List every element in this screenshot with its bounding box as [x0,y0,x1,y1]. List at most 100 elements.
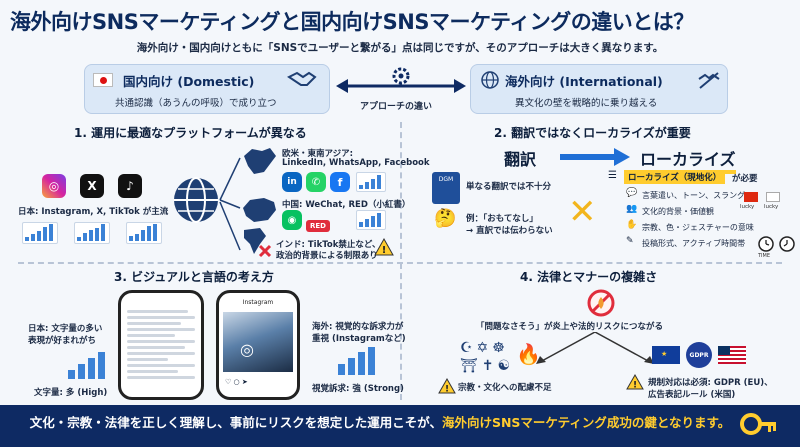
domestic-title: 国内向け (Domestic) [123,74,255,89]
mini-chart [356,172,386,192]
loc-item-3: 宗教、色・ジェスチャーの意味 [642,223,754,232]
risk-label: 「問題なさそう」が炎上や法的リスクにつながる [476,322,664,332]
post-actions-icon: ♡ ○ ➤ [225,378,248,386]
japan-platform-label: 日本: Instagram, X, TikTok が主流 [18,207,169,217]
page-title: 海外向けSNSマーケティングと国内向けSNSマーケティングの違いとは？ [10,10,694,34]
red-app-icon: RED [306,213,330,232]
mini-chart [22,222,58,244]
ov-label-2: 重視 (Instagramなど) [312,334,406,344]
india-label: インド: TikTok禁止など、 [276,240,381,250]
warning-icon: ! [374,237,394,260]
instagram-glyph-icon: ◎ [240,340,254,359]
person-list-icon: ☰ [608,170,617,181]
footer-highlight: 海外向けSNSマーケティング成功の鍵となります。 [441,415,731,430]
us-flag-icon [718,346,746,364]
linkedin-icon: in [282,172,302,192]
domestic-sub: 共通認識（あうんの呼吸）で成り立つ [115,98,277,109]
x-icon: X [80,174,104,198]
japan-flag-icon [93,72,113,91]
section1-title: 1. 運用に最適なプラットフォームが異なる [74,126,307,140]
broken-handshake-icon [697,71,721,95]
wechat-icon: ◉ [282,210,302,230]
localize-needed: が必要 [732,174,758,184]
handshake-icon [287,69,317,95]
jp-text-label: 日本: 文字量の多い [28,324,103,334]
split-arrows [520,331,670,370]
translation-label: 翻訳 [504,150,537,169]
gdpr-badge-icon: GDPR [686,342,712,368]
example-label-2: → 直訳では伝わらない [466,226,553,236]
legal-label-2: 広告表記ルール (米国) [648,390,736,400]
mini-chart [356,210,386,230]
footer-bar [0,405,800,447]
people-icon: 👥 [626,204,638,214]
approach-diff-label: アプローチの違い [360,102,433,112]
west-label: 欧米・東南アジア: [282,149,354,159]
photo-image [223,312,293,372]
domestic-box: 国内向け (Domestic) 共通認識（あうんの呼吸）で成り立つ [84,64,330,114]
china-label: 中国: WeChat, RED（小紅書） [282,200,411,210]
time-label: TIME [758,253,771,259]
facebook-icon: f [330,172,350,192]
pen-icon: ✎ [626,236,634,246]
localize-tag: ローカライズ（現地化） [624,170,726,184]
clock-icon [779,236,795,256]
flag-icon [766,192,780,202]
india-map-icon [240,226,272,262]
eu-flag-icon: ★ [652,346,680,364]
international-title: 海外向け (International) [505,74,663,89]
section4-title: 4. 法律とマナーの複雑さ [520,270,658,284]
instagram-icon: ◎ [42,174,66,198]
jp-text-label-2: 表現が好まれがち [28,336,97,346]
tiktok-icon: ♪ [118,174,142,198]
right-arrow-icon [560,148,630,170]
mini-chart [74,222,110,244]
section3-title: 3. ビジュアルと言語の考え方 [114,270,274,284]
warning-icon: ! [438,377,456,398]
section2-title: 2. 翻訳ではなくローカライズが重要 [494,126,691,140]
text-heavy-phone [118,290,204,400]
thinking-face-icon: 🤔 [434,208,457,229]
international-box: 海外向け (International) 異文化の壁を戦略的に乗り越える [470,64,728,114]
high-bar-chart-icon [66,350,110,384]
svg-text:!: ! [382,245,387,256]
cross-mark-icon: ✕ [568,192,597,232]
double-arrow-icon [334,66,468,100]
loc-item-1: 言葉遣い、トーン、スラング [642,191,746,200]
unlucky-label: lucky [764,204,779,210]
culture-symbols-icon: ⛩✝☯ [460,358,515,374]
horizontal-divider [18,262,782,264]
example-label: 例：「おもてなし」 [466,214,538,224]
vertical-divider [400,122,402,400]
page-subtitle: 海外向け・国内向けともに「SNSでユーザーと繋がる」点は同じですが、そのアプロー… [136,42,664,54]
legal-label: 規制対応は必須: GDPR (EU)、 [648,378,773,388]
west-apps: LinkedIn, WhatsApp, Facebook [282,158,430,168]
book-icon: DGM [432,172,460,204]
loc-item-4: 投稿形式、アクティブ時間帯 [642,239,746,248]
svg-text:!: ! [445,385,449,395]
mini-chart [126,222,162,244]
warning-icon: ! [626,373,644,394]
instagram-brand: Instagram [242,299,274,306]
china-map-icon [240,196,278,228]
simple-translation-label: 単なる翻訳では不十分 [466,182,552,192]
international-sub: 異文化の壁を戦略的に乗り越える [515,98,658,109]
religion-warning-label: 宗教・文化への配慮不足 [458,383,552,393]
whatsapp-icon: ✆ [306,172,326,192]
strong-bar-chart-icon [336,346,378,380]
visual-phone: Instagram ♡ ○ ➤ [216,290,300,400]
ov-appeal-label: 視覚訴求: 強 (Strong) [312,384,404,394]
india-label-2: 政治的背景による制限あり [276,251,378,261]
connector-lines [218,150,244,264]
chat-icon: 💬 [626,188,638,198]
footer-message: 文化・宗教・法律を正しく理解し、事前にリスクを想定した運用こそが、海外向けSNS… [20,412,740,431]
jp-amount-label: 文字量: 多 (High) [34,388,108,398]
svg-text:!: ! [633,381,637,391]
ov-label: 海外: 視覚的な訴求力が [312,322,404,332]
fire-icon: 🔥 [516,342,541,366]
hand-icon: ✋ [626,220,638,230]
europe-map-icon [240,146,278,182]
prohibited-icon [586,288,616,322]
key-icon [740,410,780,446]
loc-item-2: 文化的背景・価値観 [642,207,714,216]
